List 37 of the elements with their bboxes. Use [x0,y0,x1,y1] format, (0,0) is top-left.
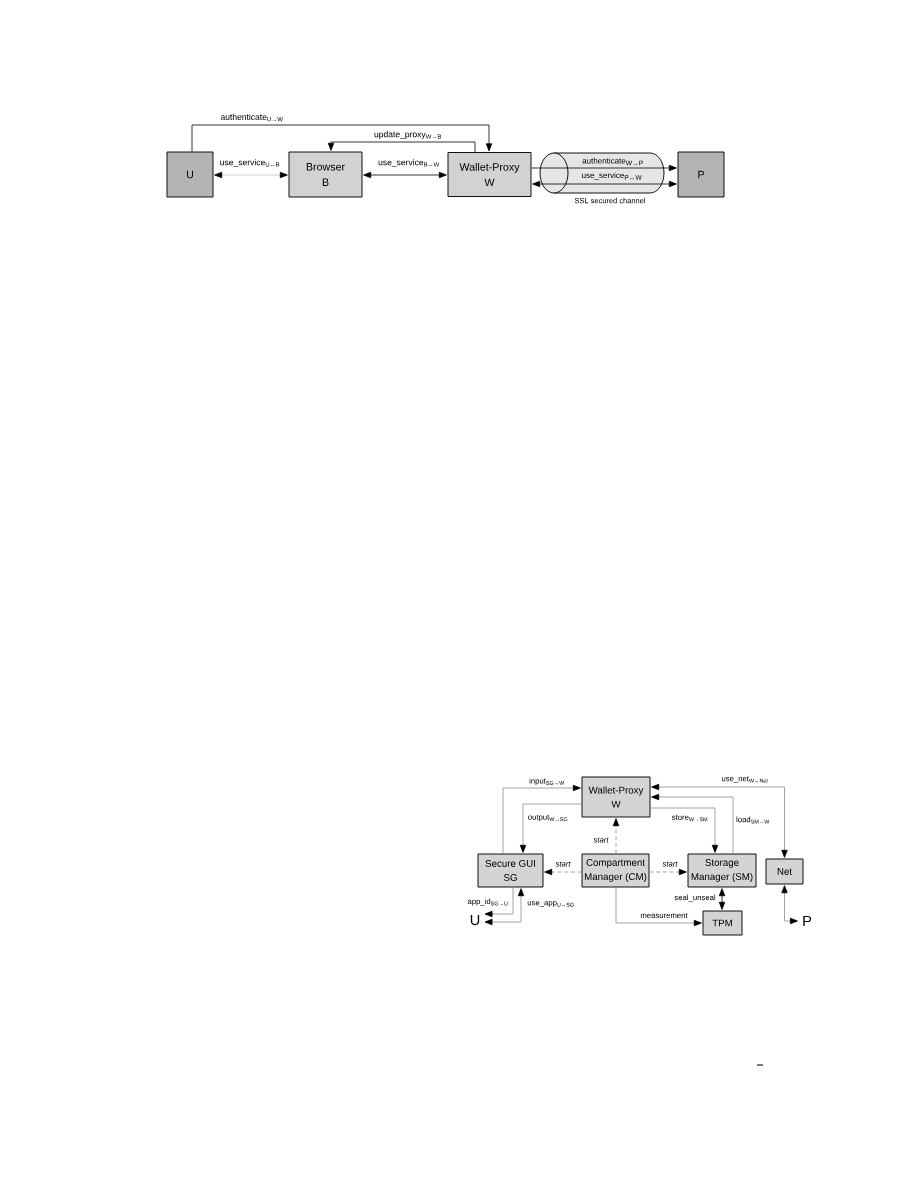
double-arrow [214,171,288,179]
arrow [615,887,702,927]
arrow [327,141,476,153]
endpoint-label: U [470,914,480,926]
double-arrow [718,888,726,910]
arrow [651,793,734,854]
double-arrow [781,885,798,925]
double-arrow [532,180,677,188]
endpoint-label: P [803,916,812,927]
component-box: P [677,151,725,198]
arrow [502,784,581,854]
edge-label: use_service$_{P↔W}$ [580,171,644,181]
arrow [191,124,493,152]
component-box: Net [765,858,804,885]
dashed-arrow [544,868,582,876]
edge-label: authenticate$_{U→W}$ [219,113,285,122]
component-box: Browser B [288,151,363,198]
double-arrow [484,888,525,926]
component-box: Compartment Manager (CM) [581,853,650,888]
double-arrow [651,783,788,858]
double-arrow [363,171,447,179]
arrow [650,807,719,853]
edge-label: update_proxy$_{W→B}$ [373,130,443,140]
component-box: Secure GUI SG [477,853,544,888]
edge-label: use_service$_{U↔B}$ [219,158,281,168]
arrow [531,164,677,172]
dashed-arrow [612,818,620,854]
component-box: TPM [702,910,743,936]
component-box: U [166,151,214,198]
arrow [484,887,514,918]
dashed-arrow [649,868,687,876]
edge-label: use_service$_{B↔W}$ [377,158,441,168]
edge-label: authenticate$_{W→P}$ [581,157,645,166]
arrow [519,803,582,853]
component-box: Wallet-Proxy W [447,152,532,197]
component-box: Storage Manager (SM) [687,853,757,888]
component-box: Wallet-Proxy W [581,776,651,818]
